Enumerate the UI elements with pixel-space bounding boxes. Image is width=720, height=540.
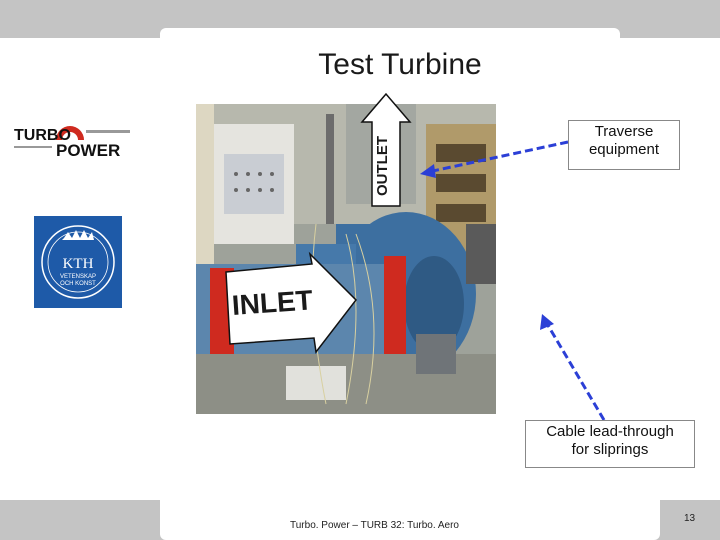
slide-title: Test Turbine — [318, 48, 482, 81]
outlet-arrow — [360, 92, 412, 207]
footer-text: Turbo. Power – TURB 32: Turbo. Aero — [290, 520, 459, 531]
svg-text:POWER: POWER — [56, 141, 120, 160]
svg-text:OCH KONST: OCH KONST — [60, 281, 96, 287]
cable-arrowhead — [540, 314, 554, 330]
traverse-callout: Traverse equipment — [568, 120, 680, 170]
inlet-arrow — [225, 251, 357, 354]
bottom-card — [160, 492, 660, 540]
cable-callout-line1: Cable lead-through — [546, 423, 674, 440]
outlet-label: OUTLET — [374, 136, 391, 196]
turbine-photo — [196, 104, 496, 414]
svg-text:KTH: KTH — [63, 256, 94, 272]
cable-connector — [544, 321, 606, 421]
traverse-connector — [427, 140, 569, 174]
traverse-callout-line1: Traverse — [594, 123, 654, 140]
svg-text:TURBO: TURBO — [14, 127, 71, 144]
top-card — [160, 28, 620, 88]
cable-callout: Cable lead-through for sliprings — [525, 420, 695, 468]
traverse-callout-line2: equipment — [588, 141, 660, 158]
kth-logo: KTH VETENSKAP OCH KONST — [34, 216, 122, 308]
cable-callout-line2: for sliprings — [571, 441, 649, 458]
traverse-arrowhead — [420, 164, 436, 178]
page-number: 13 — [684, 513, 696, 524]
turbopower-logo: TURBO POWER — [14, 126, 130, 160]
inlet-label: INLET — [230, 284, 314, 321]
svg-text:VETENSKAP: VETENSKAP — [60, 274, 96, 280]
